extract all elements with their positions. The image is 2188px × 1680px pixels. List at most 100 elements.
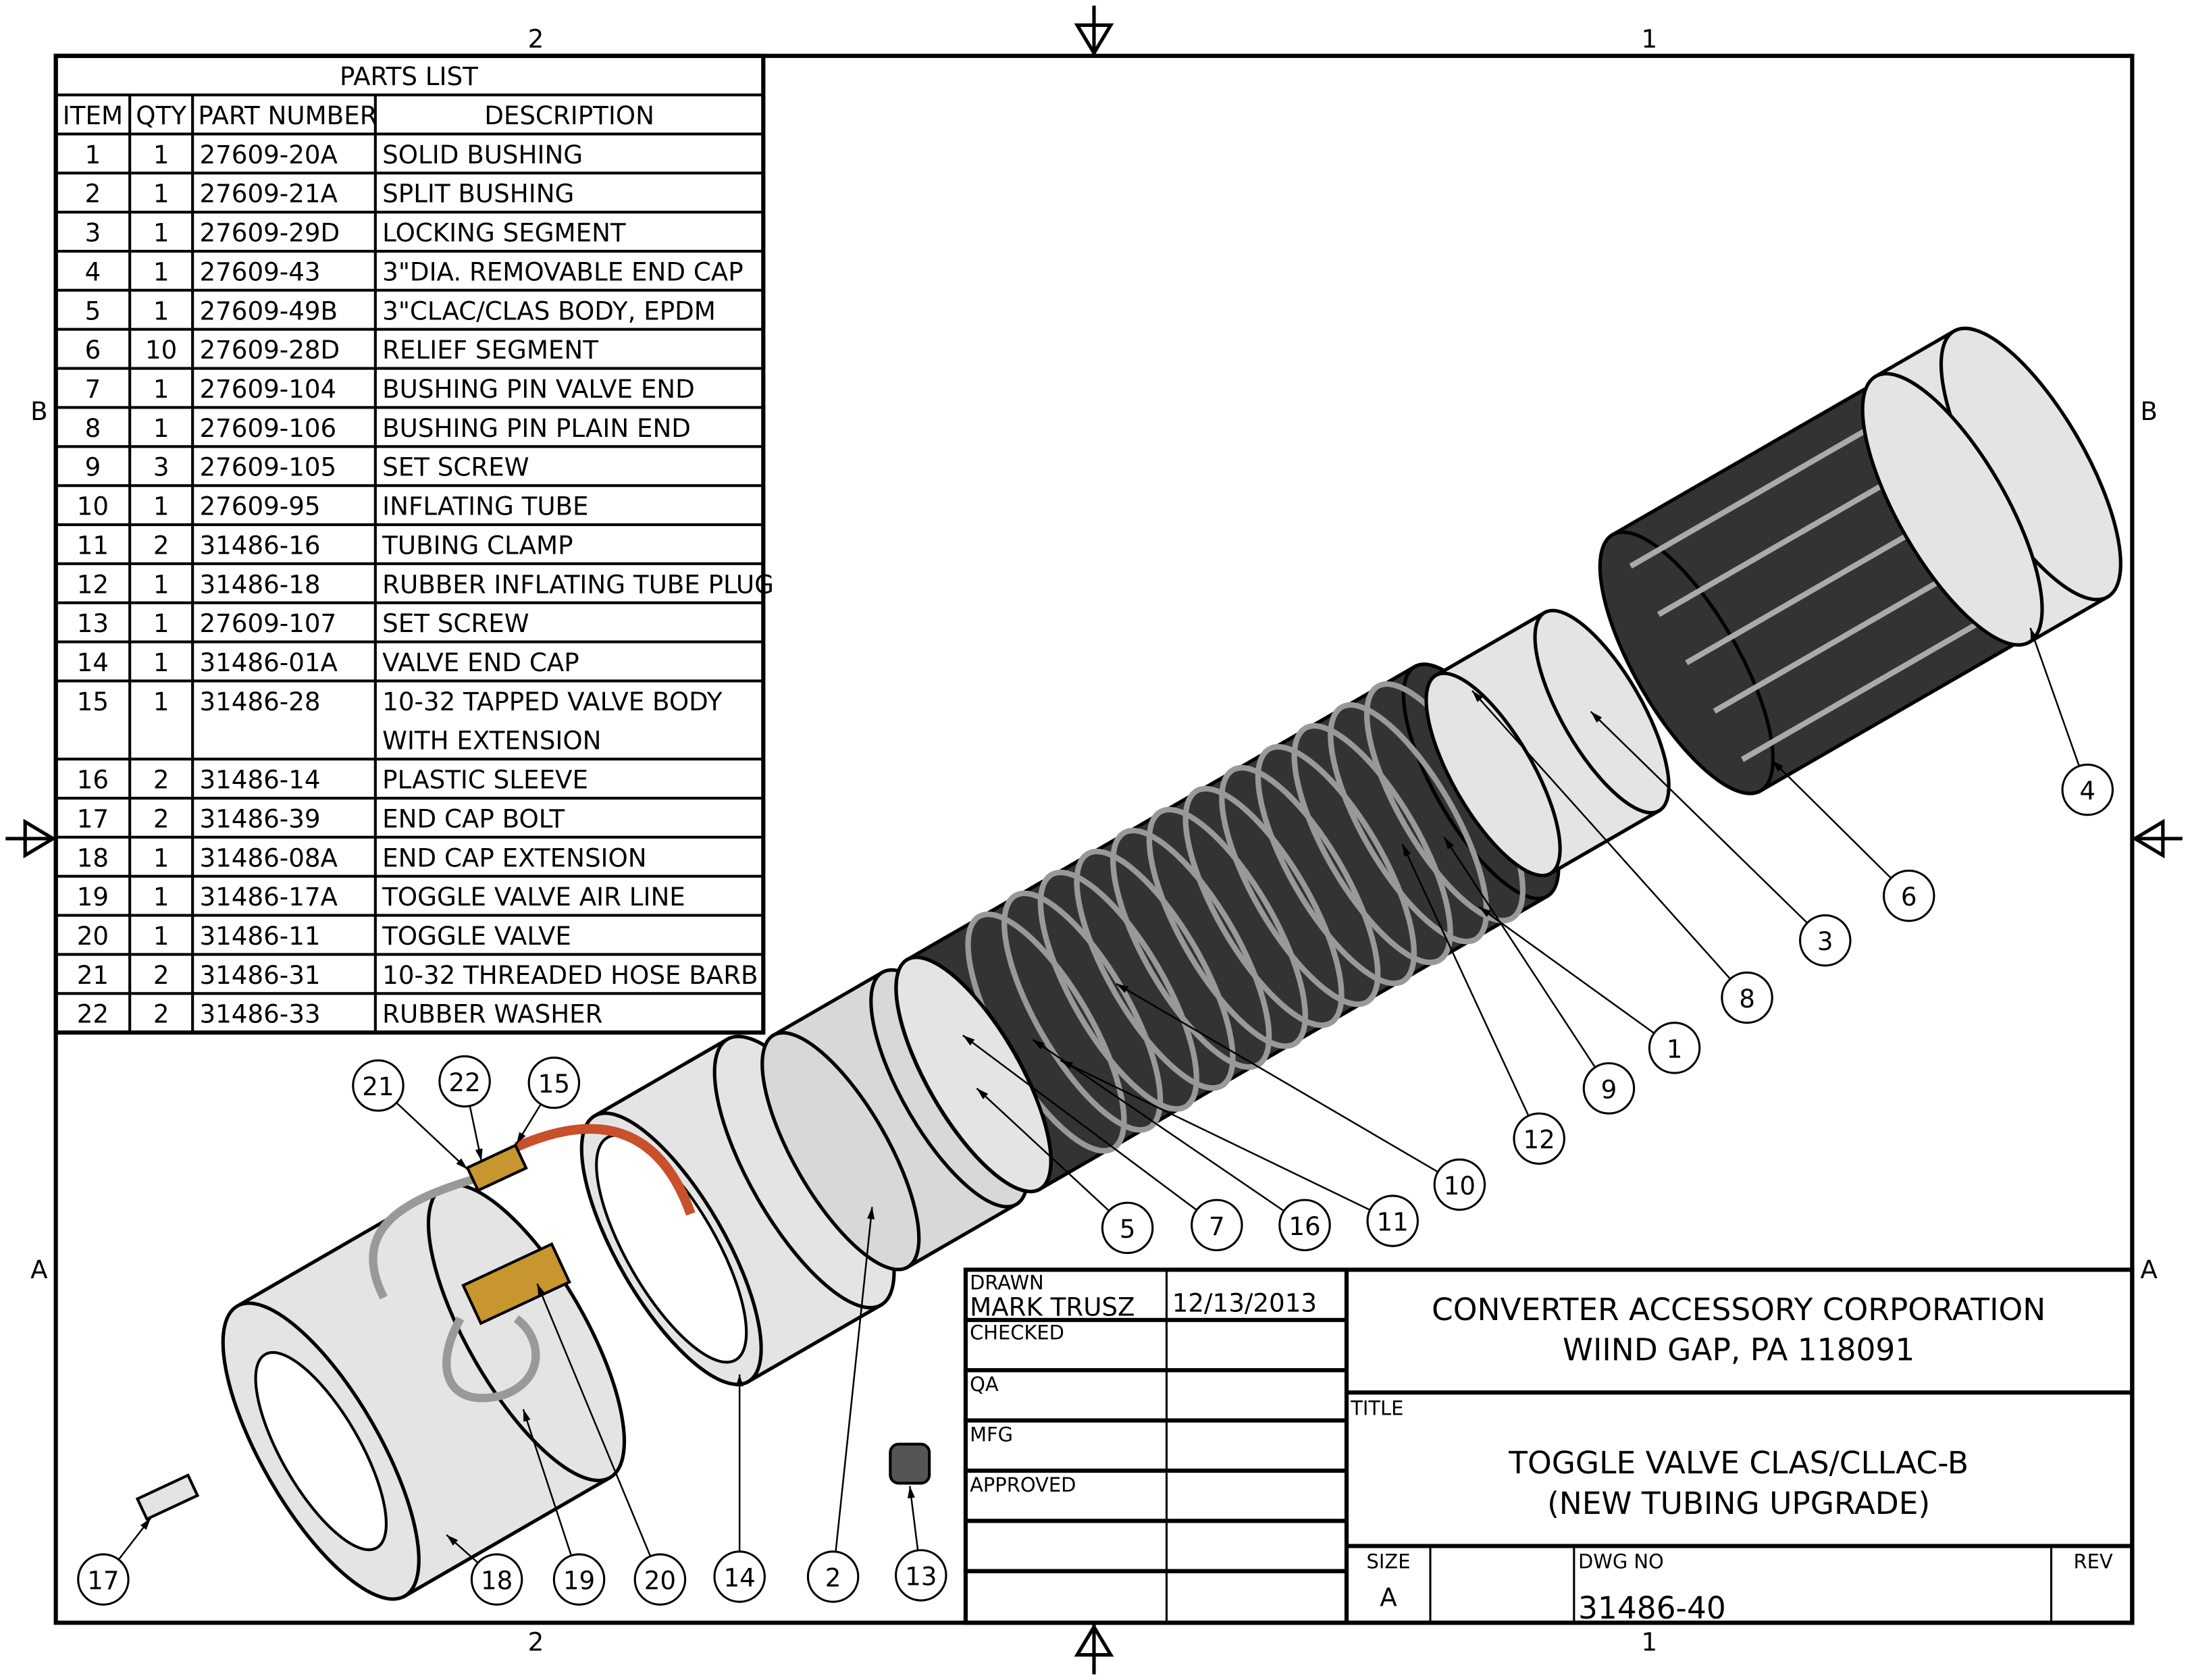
- leader-arrow-icon: [976, 1088, 989, 1099]
- qty-cell: 1: [153, 921, 170, 951]
- description-cell: RUBBER INFLATING TUBE PLUG: [382, 569, 774, 599]
- leader-line: [396, 1102, 469, 1170]
- item-cell: 14: [77, 648, 109, 677]
- dwg-no-label: DWG NO: [1578, 1550, 1664, 1573]
- qty-cell: 1: [153, 179, 170, 209]
- part-number-cell: 27609-104: [199, 374, 336, 404]
- balloon-number: 10: [1444, 1171, 1476, 1201]
- leader-arrow-icon: [537, 1284, 546, 1296]
- description-cell: SET SCREW: [382, 452, 529, 482]
- balloon-number: 6: [1901, 882, 1917, 912]
- zone-label-top-1: 1: [1642, 24, 1658, 53]
- description-cell: BUSHING PIN VALVE END: [382, 374, 695, 404]
- mfg-label: MFG: [970, 1423, 1013, 1446]
- qty-cell: 1: [153, 608, 170, 638]
- part-number-cell: 31486-28: [199, 687, 320, 716]
- balloon-number: 7: [1209, 1211, 1225, 1241]
- leader-line: [2029, 627, 2080, 766]
- balloon-number: 13: [905, 1561, 937, 1591]
- description-cell-line2: WITH EXTENSION: [382, 726, 601, 756]
- balloon-number: 1: [1667, 1034, 1683, 1064]
- item-cell: 16: [77, 765, 109, 795]
- part-number-cell: 31486-18: [199, 569, 320, 599]
- balloon-item-19: 19: [522, 1409, 606, 1606]
- zone-label-top-2: 2: [528, 24, 544, 53]
- balloon-item-13: 13: [895, 1486, 947, 1602]
- center-arrow-right-icon: [2131, 818, 2183, 859]
- leader-arrow-icon: [2030, 627, 2038, 641]
- zone-label-bottom-1: 1: [1642, 1627, 1658, 1657]
- qty-cell: 1: [153, 257, 170, 286]
- size-label: SIZE: [1367, 1550, 1411, 1573]
- qty-cell: 3: [153, 452, 170, 482]
- leader-arrow-icon: [456, 1158, 468, 1170]
- leader-line: [1771, 760, 1892, 879]
- description-cell: 10-32 THREADED HOSE BARB: [382, 960, 758, 990]
- part-number-cell: 31486-33: [199, 999, 320, 1029]
- part-number-cell: 27609-49B: [199, 296, 338, 325]
- leader-line: [835, 1207, 873, 1552]
- center-arrow-bottom-icon: [1074, 1623, 1114, 1675]
- qty-cell: 2: [153, 960, 170, 990]
- balloon-number: 19: [563, 1566, 595, 1596]
- balloon-number: 12: [1523, 1125, 1555, 1155]
- description-cell: VALVE END CAP: [382, 648, 579, 677]
- description-cell: SPLIT BUSHING: [382, 179, 574, 209]
- checked-label: CHECKED: [970, 1321, 1064, 1344]
- center-arrow-left-icon: [5, 818, 57, 859]
- balloon-number: 11: [1377, 1207, 1409, 1237]
- description-cell: RELIEF SEGMENT: [382, 335, 598, 365]
- item-cell: 22: [77, 999, 109, 1029]
- toggle-valve: [461, 1242, 571, 1325]
- part-number-cell: 31486-39: [199, 804, 320, 833]
- inflating-tube: [514, 1124, 696, 1216]
- part-number-cell: 27609-43: [199, 257, 320, 286]
- part-number-cell: 27609-107: [199, 608, 336, 638]
- qty-cell: 1: [153, 492, 170, 521]
- leader-arrow-icon: [962, 1035, 975, 1046]
- balloon-item-21: 21: [352, 1059, 469, 1170]
- balloon-item-1: 1: [1478, 906, 1701, 1074]
- leader-line: [976, 1087, 1110, 1212]
- leader-arrow-icon: [475, 1148, 483, 1161]
- item-cell: 5: [85, 296, 101, 325]
- item-cell: 18: [77, 843, 109, 872]
- leader-line: [962, 1034, 1197, 1211]
- leader-line: [1401, 843, 1530, 1116]
- item-cell: 15: [77, 687, 109, 716]
- part-number-cell: 31486-17A: [199, 882, 338, 912]
- balloon-item-2: 2: [806, 1207, 875, 1603]
- balloon-item-16: 16: [1032, 1039, 1331, 1252]
- description-cell: LOCKING SEGMENT: [382, 218, 626, 248]
- leader-arrow-icon: [1772, 760, 1783, 772]
- part-number-cell: 31486-08A: [199, 843, 338, 872]
- leader-line: [536, 1283, 652, 1557]
- item-cell: 19: [77, 882, 109, 912]
- leader-line: [1471, 690, 1731, 980]
- size-value: A: [1380, 1582, 1397, 1612]
- item-cell: 11: [77, 530, 109, 560]
- leader-line: [1443, 837, 1596, 1068]
- leader-arrow-icon: [1471, 690, 1483, 702]
- drawing-title-line1: TOGGLE VALVE CLAS/CLLAC-B: [1508, 1445, 1969, 1481]
- qty-cell: 2: [153, 765, 170, 795]
- item-cell: 3: [85, 218, 101, 248]
- title-block: [963, 1267, 2135, 1625]
- qa-label: QA: [970, 1373, 999, 1396]
- item-cell: 1: [85, 140, 101, 169]
- item-cell: 12: [77, 569, 109, 599]
- description-cell: 3"DIA. REMOVABLE END CAP: [382, 257, 743, 286]
- leader-arrow-icon: [1444, 837, 1454, 849]
- approved-label: APPROVED: [970, 1473, 1076, 1496]
- qty-cell: 1: [153, 413, 170, 443]
